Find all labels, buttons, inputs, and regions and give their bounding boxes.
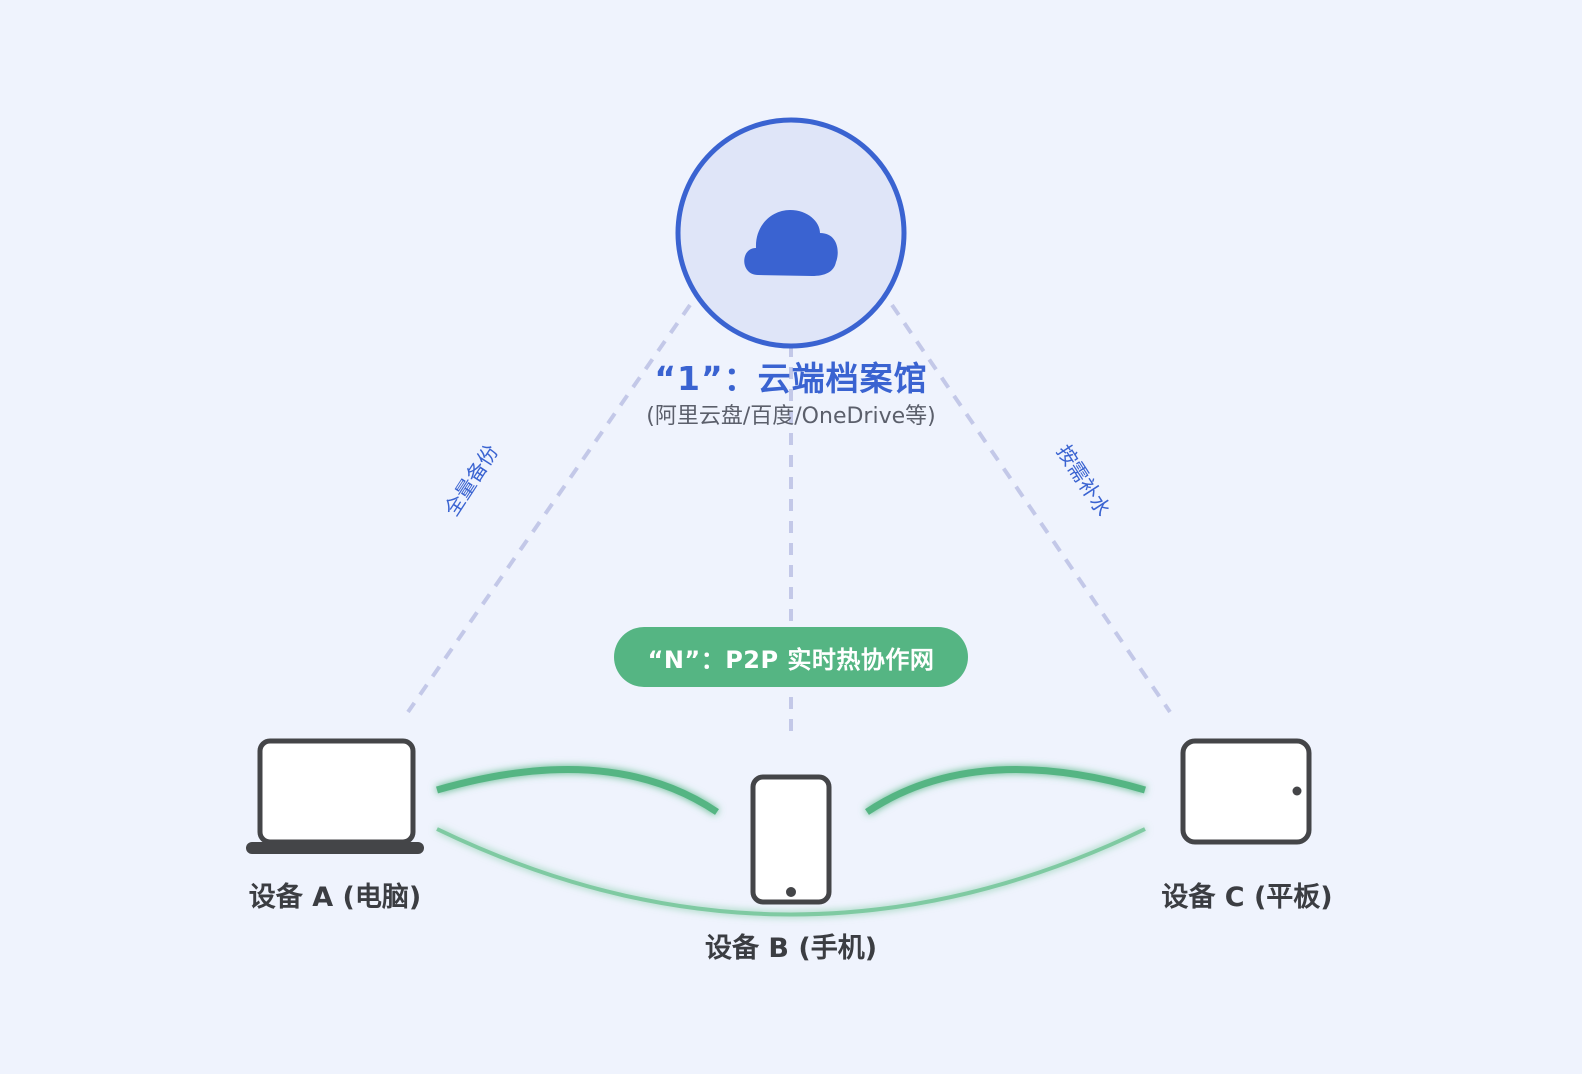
cloud-subtitle: (阿里云盘/百度/OneDrive等) [646,404,936,429]
p2p-link-b-c [865,766,1146,815]
device-b-label: 设备 B (手机) [704,933,878,964]
p2p-links [436,766,1146,917]
p2p-link-a-c [436,827,1146,917]
p2p-link-a-b [436,766,719,815]
p2p-network-label: “N”：P2P 实时热协作网 [647,645,935,674]
cloud-icon [744,210,838,276]
laptop-icon [246,738,424,854]
cloud-node [675,117,907,349]
dashed-line-cloud-to-a [406,303,692,714]
tablet-icon [1180,738,1312,845]
phone-icon [750,774,832,905]
device-a-label: 设备 A (电脑) [248,882,422,913]
device-c-label: 设备 C (平板) [1161,882,1333,913]
dashed-line-cloud-to-c [890,303,1172,714]
cloud-title: “1”：云端档案馆 [654,359,928,398]
p2p-network-badge: “N”：P2P 实时热协作网 [614,627,968,687]
